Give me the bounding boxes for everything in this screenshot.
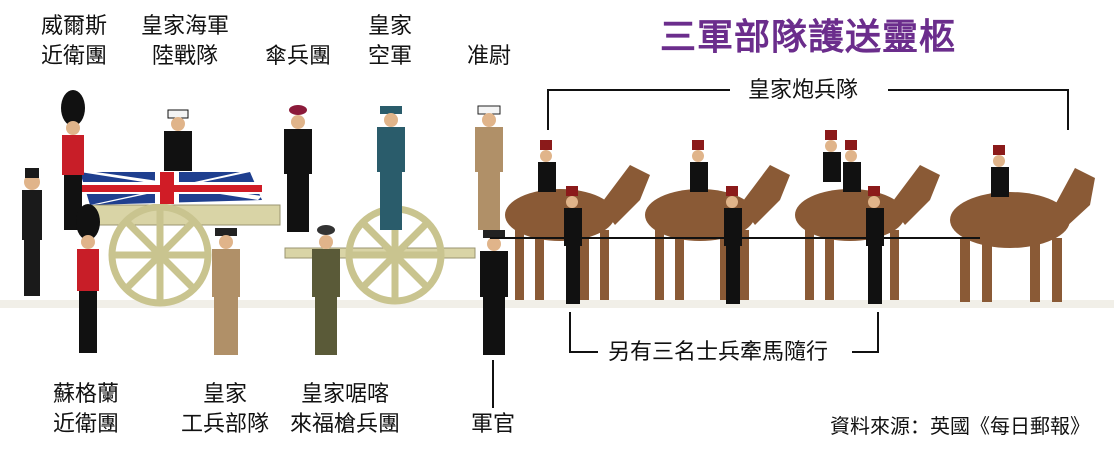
escort-bracket-right <box>852 312 879 353</box>
artillery-bracket <box>547 89 730 130</box>
artillery-horses <box>505 165 1095 302</box>
soldier-royal-gurkha-rifles <box>312 225 340 355</box>
horse-lead <box>950 168 1095 302</box>
rider-3 <box>823 130 841 182</box>
label-parachute-regiment: 傘兵團 <box>264 44 331 69</box>
label-escort-note: 另有三名士兵牽馬隨行 <box>598 338 839 368</box>
label-warrant-officer: 准尉 <box>466 44 511 69</box>
soldier-royal-air-force <box>377 106 405 230</box>
soldier-warrant-officer <box>475 105 503 230</box>
label-royal-air-force: 皇家空軍 <box>367 14 412 69</box>
riders <box>538 130 1009 197</box>
gun-carriage <box>89 203 476 307</box>
ground <box>0 300 1114 308</box>
dismounted-soldier-3 <box>866 186 884 304</box>
label-welsh-guards: 威爾斯近衛團 <box>40 14 107 69</box>
soldier-scots-guards <box>76 204 100 353</box>
label-leader-lines <box>492 89 1069 408</box>
label-officer: 軍官 <box>470 412 515 437</box>
label-royal-engineers: 皇家工兵部隊 <box>180 382 269 437</box>
soldier-royal-marines <box>164 109 192 171</box>
diagram-title: 三軍部隊護送靈柩 <box>660 17 957 58</box>
rider-2 <box>690 140 708 192</box>
soldier-welsh-guards-left <box>22 168 42 296</box>
label-royal-gurkha-rifles: 皇家啹喀來福槍兵團 <box>289 382 400 437</box>
soldier-parachute-regiment <box>284 105 312 232</box>
flag-draped-coffin <box>80 172 262 205</box>
label-royal-marines: 皇家海軍陸戰隊 <box>140 14 229 69</box>
source-credit: 資料來源：英國《每日郵報》 <box>830 414 1090 438</box>
escort-bracket <box>569 312 598 353</box>
dismounted-soldiers <box>564 186 884 304</box>
soldier-officer <box>480 230 508 355</box>
soldier-royal-engineers <box>212 228 240 355</box>
rider-5 <box>991 145 1009 197</box>
dismounted-soldier-2 <box>724 186 742 304</box>
label-royal-artillery: 皇家炮兵隊 <box>738 76 869 106</box>
artillery-bracket-right <box>888 89 1069 130</box>
rider-1 <box>538 140 556 192</box>
rider-4 <box>843 140 861 192</box>
gun-carriage-rear-wheel <box>108 203 212 307</box>
horse-team-1 <box>505 165 650 300</box>
horse-team-2 <box>645 165 790 300</box>
dismounted-soldier-1 <box>564 186 582 304</box>
label-scots-guards: 蘇格蘭近衛團 <box>52 382 119 437</box>
